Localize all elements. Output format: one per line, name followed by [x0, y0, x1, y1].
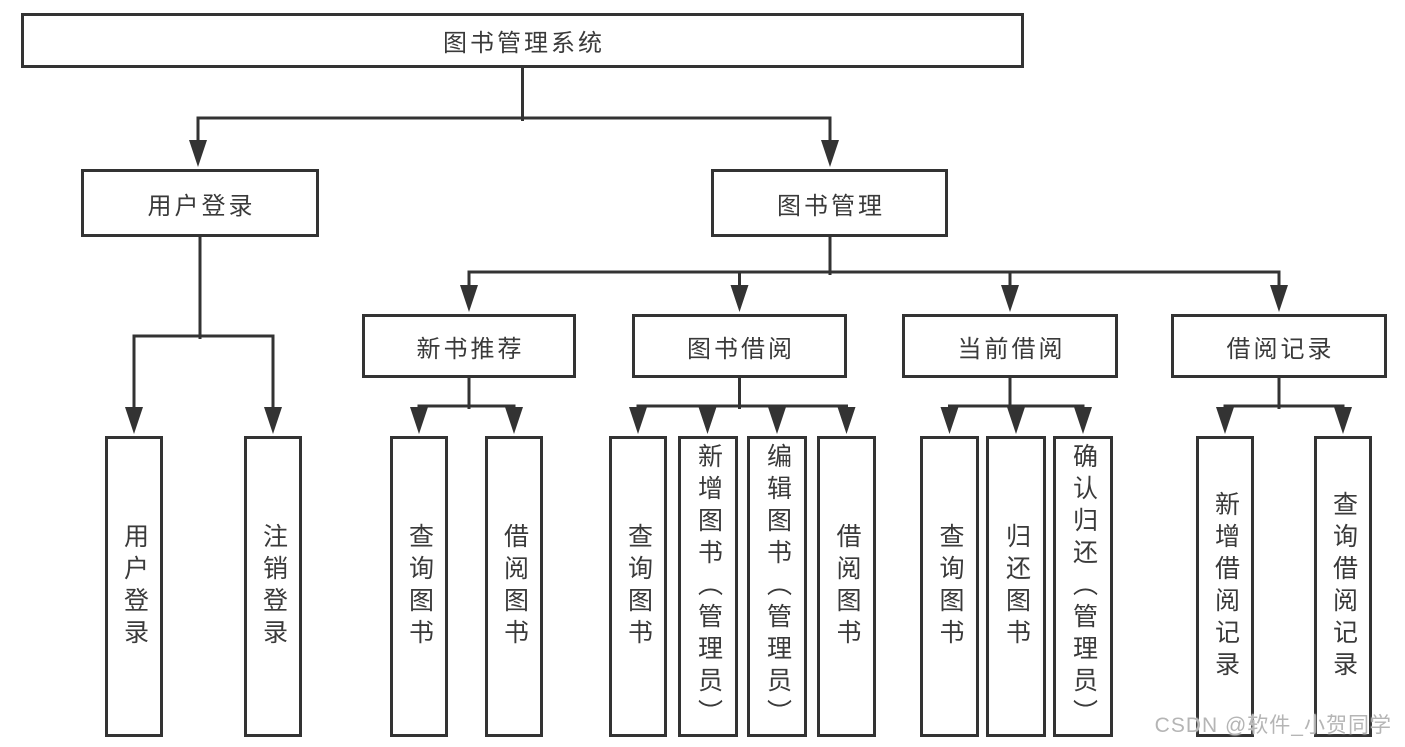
node-label: 注销登录 — [259, 522, 288, 651]
node-label: 借阅图书 — [833, 522, 861, 651]
leaf-borrow-books: 借阅图书 — [817, 436, 876, 737]
arrowhead-icon — [189, 140, 207, 167]
leaf-add-borrow-record: 新增借阅记录 — [1196, 436, 1254, 737]
node-label: 用户登录 — [147, 192, 256, 220]
arrowhead-icon — [1007, 407, 1025, 434]
node-new-book-recommendation: 新书推荐 — [362, 314, 576, 378]
leaf-query-books-current: 查询图书 — [920, 436, 979, 737]
arrowheads — [125, 140, 1352, 434]
node-label: 图书借阅 — [687, 335, 795, 363]
node-label: 新增借阅记录 — [1211, 490, 1240, 683]
node-label: 确认归还（管理员） — [1069, 442, 1098, 731]
arrowhead-icon — [460, 285, 478, 312]
leaf-borrow-books-recommend: 借阅图书 — [485, 436, 543, 737]
leaf-logout: 注销登录 — [244, 436, 302, 737]
connector-userlogin-to-leaves — [132, 235, 275, 415]
node-label: 新增图书（管理员） — [694, 442, 723, 731]
node-book-management: 图书管理 — [711, 169, 948, 237]
node-library-system: 图书管理系统 — [21, 13, 1024, 68]
arrowhead-icon — [505, 407, 523, 434]
leaf-edit-books-admin: 编辑图书（管理员） — [747, 436, 807, 737]
node-label: 查询图书 — [936, 522, 964, 651]
leaf-add-books-admin: 新增图书（管理员） — [678, 436, 738, 737]
node-label: 用户登录 — [120, 522, 149, 651]
arrowhead-icon — [940, 407, 959, 434]
connector-borrow-to-leaves — [636, 376, 848, 415]
arrowhead-icon — [837, 407, 856, 434]
arrowhead-icon — [264, 407, 282, 434]
node-current-borrowing: 当前借阅 — [902, 314, 1118, 378]
arrowhead-icon — [698, 407, 717, 434]
csdn-watermark: CSDN @软件_小贺同学 — [1154, 714, 1392, 737]
arrowhead-icon — [1334, 407, 1352, 434]
arrowhead-icon — [125, 407, 143, 434]
leaf-query-borrow-record: 查询借阅记录 — [1314, 436, 1372, 737]
arrowhead-icon — [629, 407, 647, 434]
connector-records-to-leaves — [1223, 376, 1345, 415]
arrowhead-icon — [821, 140, 839, 167]
leaf-query-books-borrowing: 查询图书 — [609, 436, 667, 737]
arrowhead-icon — [768, 407, 786, 434]
arrowhead-icon — [410, 407, 428, 434]
node-label: 新书推荐 — [416, 335, 525, 363]
node-label: 查询图书 — [405, 522, 434, 651]
node-label: 图书管理 — [777, 192, 885, 220]
leaf-confirm-return-admin: 确认归还（管理员） — [1053, 436, 1113, 737]
arrowhead-icon — [1270, 285, 1288, 312]
node-label: 当前借阅 — [957, 335, 1066, 363]
node-label: 借阅记录 — [1226, 335, 1335, 363]
node-book-borrowing: 图书借阅 — [632, 314, 847, 378]
node-user-login: 用户登录 — [81, 169, 319, 237]
node-label: 查询借阅记录 — [1329, 490, 1358, 683]
arrowhead-icon — [730, 285, 749, 312]
node-label: 借阅图书 — [500, 522, 529, 651]
arrowhead-icon — [1001, 285, 1019, 312]
leaf-query-books-recommend: 查询图书 — [390, 436, 448, 737]
connector-root-to-level2 — [196, 66, 832, 148]
arrowhead-icon — [1074, 407, 1092, 434]
leaf-return-books: 归还图书 — [986, 436, 1046, 737]
connector-bookmgmt-to-level3 — [467, 235, 1281, 293]
node-label: 查询图书 — [624, 522, 653, 651]
node-label: 图书管理系统 — [443, 30, 605, 57]
leaf-user-login: 用户登录 — [105, 436, 163, 737]
node-label: 编辑图书（管理员） — [763, 442, 792, 731]
connector-newbook-to-leaves — [417, 376, 516, 415]
node-borrowing-records: 借阅记录 — [1171, 314, 1387, 378]
node-label: 归还图书 — [1002, 522, 1031, 651]
arrowhead-icon — [1216, 407, 1234, 434]
